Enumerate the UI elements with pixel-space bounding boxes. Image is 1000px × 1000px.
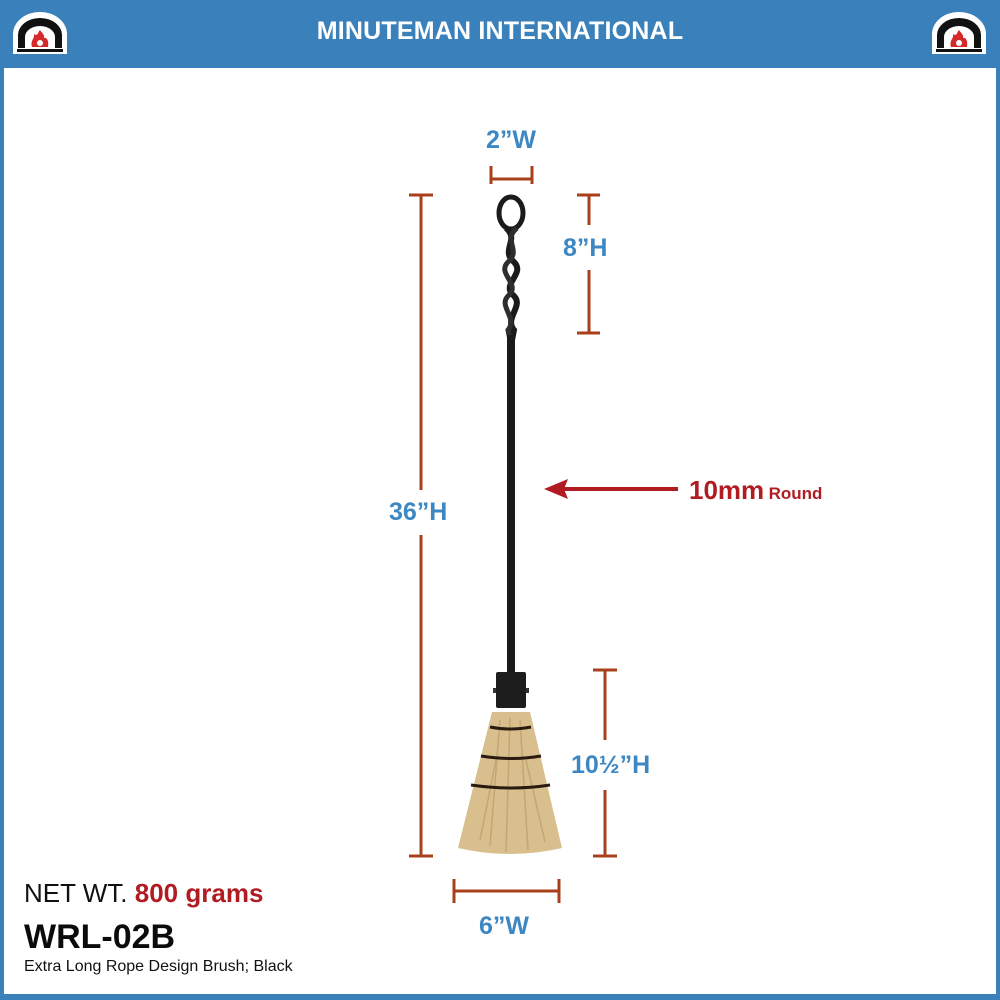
header-bar: MINUTEMAN INTERNATIONAL bbox=[0, 0, 1000, 66]
rod-diameter-value: 10mm bbox=[689, 475, 765, 505]
brush-width-label: 6”W bbox=[479, 912, 529, 940]
rod-diameter-unit: Round bbox=[768, 484, 823, 503]
minuteman-logo-icon bbox=[13, 12, 67, 54]
net-weight: NET WT. 800 grams bbox=[24, 878, 263, 909]
loop-width-label: 2”W bbox=[486, 126, 536, 154]
minuteman-logo-icon bbox=[932, 12, 986, 54]
loop-height-label: 8”H bbox=[563, 234, 608, 262]
arrow-left-icon bbox=[544, 479, 568, 499]
loop-handle-icon bbox=[496, 194, 526, 232]
model-number: WRL-02B bbox=[24, 918, 176, 956]
total-height-label: 36”H bbox=[389, 498, 448, 526]
net-weight-label: NET WT. bbox=[24, 878, 128, 908]
product-description: Extra Long Rope Design Brush; Black bbox=[24, 958, 293, 975]
brand-title: MINUTEMAN INTERNATIONAL bbox=[316, 17, 684, 45]
rod-diameter-label: 10mm Round bbox=[689, 475, 822, 506]
brush-height-label: 10½”H bbox=[571, 751, 651, 779]
net-weight-value: 800 grams bbox=[134, 878, 264, 908]
